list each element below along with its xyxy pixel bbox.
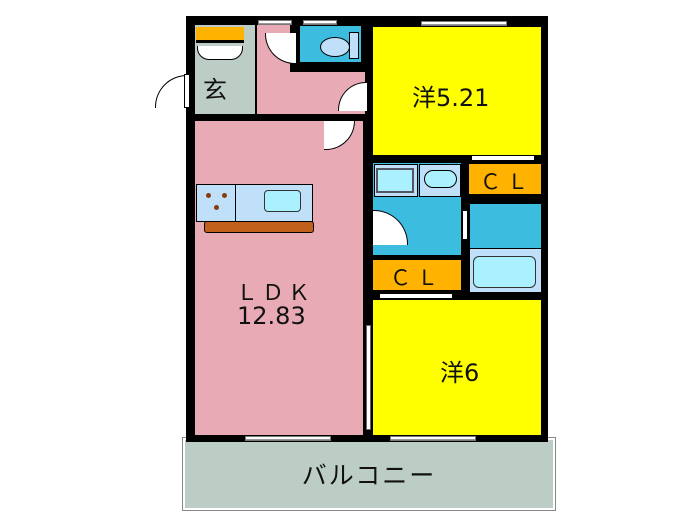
ldk-area: 12.83 (237, 302, 306, 330)
kitchen-stove (196, 184, 236, 222)
kitchen-sink-icon (264, 190, 301, 212)
bathtub-icon (473, 256, 536, 288)
washing-machine-drum (376, 168, 414, 193)
washbasin-bowl (424, 170, 457, 188)
stove-burner-icon (214, 205, 219, 210)
closet2-label: ＣＬ (390, 266, 444, 290)
closet1-label: ＣＬ (480, 170, 534, 194)
western2-sliding-door[interactable] (366, 325, 371, 430)
closet1 (469, 164, 541, 194)
bathroom-door[interactable] (462, 210, 468, 240)
hallway-window (258, 20, 292, 25)
toilet-bowl-icon (320, 37, 350, 57)
balcony-label: バルコニー (301, 461, 437, 490)
western1-window (421, 21, 507, 26)
entrance-label: 玄 (203, 76, 227, 104)
balcony: バルコニー (182, 437, 556, 511)
shoe-cabinet (196, 27, 244, 43)
closet2-door[interactable] (379, 293, 453, 299)
stove-burner-icon (206, 193, 211, 198)
toilet-tank-icon (349, 32, 359, 59)
kitchen-counter (204, 221, 314, 233)
western2-label: 洋6 (440, 359, 480, 387)
shoe-cabinet-doors (197, 46, 243, 60)
entrance-door-leaf (184, 74, 190, 108)
western2-room (373, 300, 541, 435)
closet2 (373, 260, 461, 290)
western1-room (373, 27, 541, 155)
ldk-label: ＬＤＫ (236, 281, 315, 306)
ldk-room (195, 121, 363, 435)
stove-burner-icon (222, 193, 227, 198)
toilet-window (303, 20, 337, 25)
western2-window (390, 436, 476, 441)
western1-label: 洋5.21 (412, 84, 490, 112)
ldk-window (245, 436, 331, 441)
closet1-door[interactable] (471, 155, 535, 161)
